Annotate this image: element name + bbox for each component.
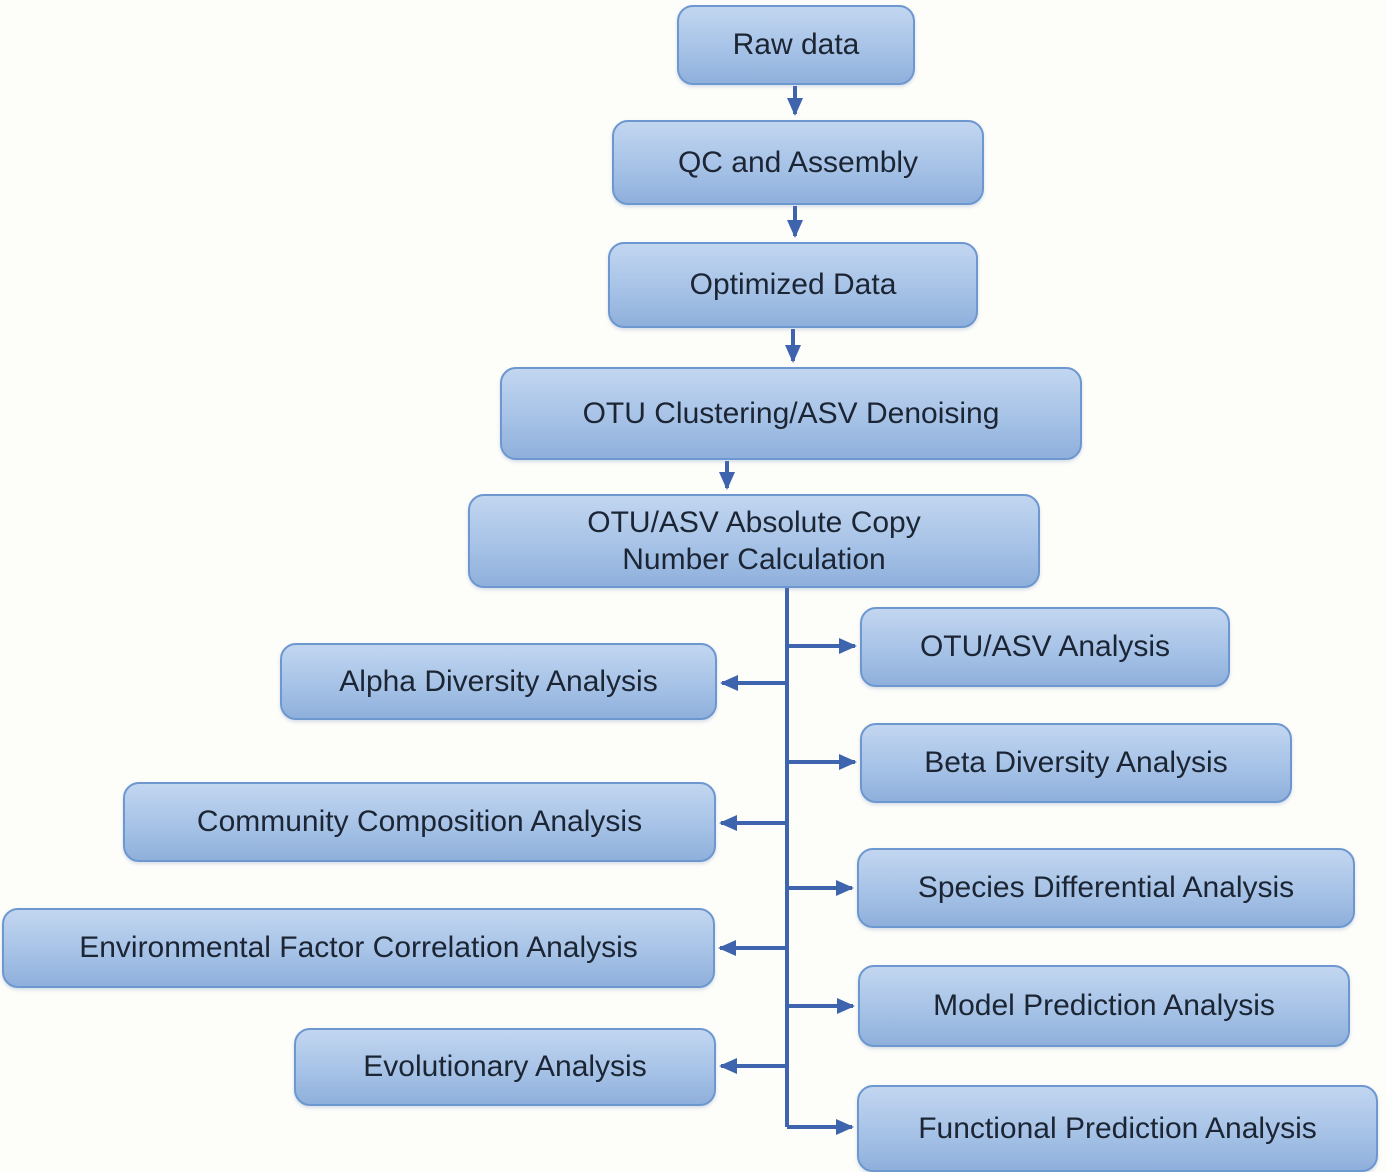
node-community-composition-analysis: Community Composition Analysis [123, 782, 716, 862]
node-environmental-factor-correlation-analysis: Environmental Factor Correlation Analysi… [2, 908, 715, 988]
node-evolutionary-analysis: Evolutionary Analysis [294, 1028, 716, 1106]
node-otu-asv-absolute-copy-number-calculation: OTU/ASV Absolute Copy Number Calculation [468, 494, 1040, 588]
node-functional-prediction-analysis: Functional Prediction Analysis [857, 1085, 1378, 1172]
node-beta-diversity-analysis: Beta Diversity Analysis [860, 723, 1292, 803]
node-raw-data: Raw data [677, 5, 915, 85]
node-otu-asv-analysis: OTU/ASV Analysis [860, 607, 1230, 687]
node-alpha-diversity-analysis: Alpha Diversity Analysis [280, 643, 717, 720]
node-qc-and-assembly: QC and Assembly [612, 120, 984, 205]
node-otu-clustering-asv-denoising: OTU Clustering/ASV Denoising [500, 367, 1082, 460]
node-species-differential-analysis: Species Differential Analysis [857, 848, 1355, 928]
node-optimized-data: Optimized Data [608, 242, 978, 328]
node-model-prediction-analysis: Model Prediction Analysis [858, 965, 1350, 1047]
